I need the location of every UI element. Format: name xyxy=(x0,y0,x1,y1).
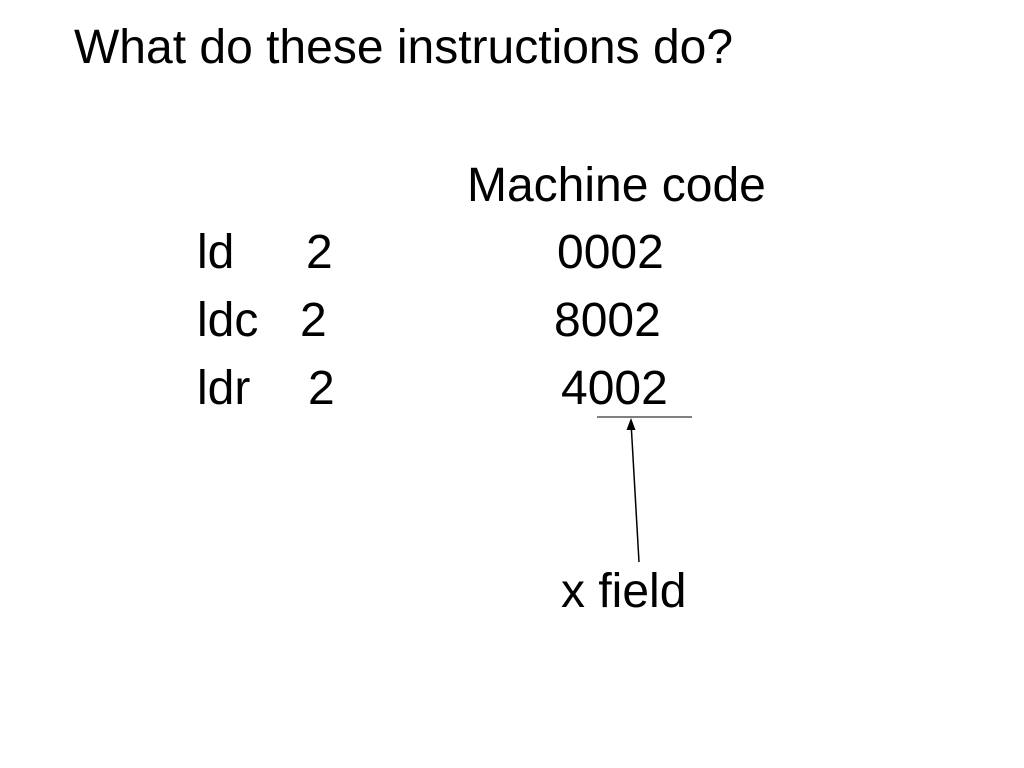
arrowhead-icon xyxy=(626,418,636,430)
instruction-operand: 2 xyxy=(306,226,333,279)
machine-code-value: 4002 xyxy=(561,362,668,415)
machine-code-value: 8002 xyxy=(554,294,661,347)
x-field-label: x field xyxy=(561,565,687,618)
x-field-arrow xyxy=(630,421,640,563)
instruction-operand: 2 xyxy=(300,294,327,347)
instruction-mnemonic: ldr xyxy=(197,362,251,415)
slide-title: What do these instructions do? xyxy=(74,21,734,74)
machine-code-value: 0002 xyxy=(557,226,664,279)
instruction-mnemonic: ldc xyxy=(197,294,259,347)
machine-code-heading: Machine code xyxy=(467,159,766,212)
instruction-operand: 2 xyxy=(308,362,335,415)
instruction-mnemonic: ld xyxy=(197,226,235,279)
